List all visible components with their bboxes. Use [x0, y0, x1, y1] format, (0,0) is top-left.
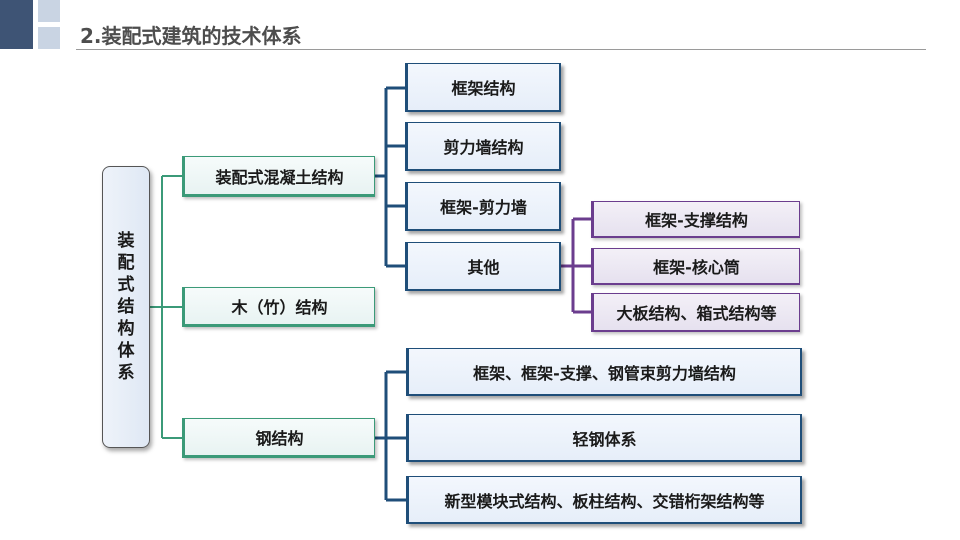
corner-decoration-light-top: [38, 0, 60, 22]
title-divider: [76, 49, 926, 50]
node-steel-structure: 钢结构: [182, 418, 375, 458]
node-concrete-structure: 装配式混凝土结构: [182, 156, 375, 197]
node-other: 其他: [405, 242, 561, 291]
node-frame-brace-structure: 框架-支撑结构: [591, 201, 800, 238]
node-frame-brace-steel-tube: 框架、框架-支撑、钢管束剪力墙结构: [406, 348, 802, 396]
root-char: 装: [117, 231, 135, 251]
node-frame-shear-wall: 框架-剪力墙: [405, 182, 561, 231]
root-char: 体: [117, 341, 135, 361]
node-shear-wall-structure: 剪力墙结构: [405, 122, 561, 171]
node-large-panel-box-structure: 大板结构、箱式结构等: [591, 293, 800, 332]
root-char: 系: [117, 363, 135, 383]
node-frame-structure: 框架结构: [405, 63, 561, 112]
root-char: 构: [117, 319, 135, 339]
node-frame-core-tube: 框架-核心筒: [591, 248, 800, 285]
page-title: 2.装配式建筑的技术体系: [80, 24, 302, 48]
root-node: 装 配 式 结 构 体 系: [102, 166, 150, 448]
corner-decoration-light-bottom: [38, 27, 60, 49]
node-light-steel-system: 轻钢体系: [406, 414, 802, 462]
node-wood-structure: 木（竹）结构: [182, 287, 375, 327]
root-char: 配: [117, 253, 135, 273]
root-char: 式: [117, 275, 135, 295]
node-modular-structure: 新型模块式结构、板柱结构、交错桁架结构等: [406, 476, 802, 524]
root-char: 结: [117, 297, 135, 317]
corner-decoration-dark: [0, 0, 33, 49]
